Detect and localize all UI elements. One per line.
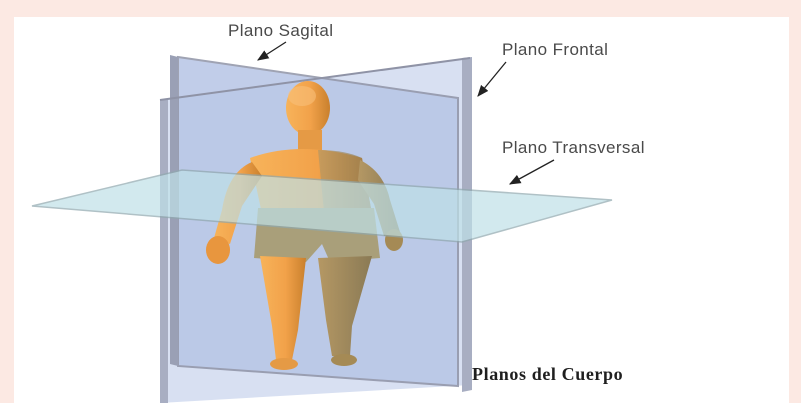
- frontal-plane-label: Plano Frontal: [502, 40, 608, 59]
- transverse-plane-label: Plano Transversal: [502, 138, 645, 157]
- sagittal-plane-label: Plano Sagital: [228, 21, 333, 40]
- diagram-caption: Planos del Cuerpo: [472, 364, 623, 384]
